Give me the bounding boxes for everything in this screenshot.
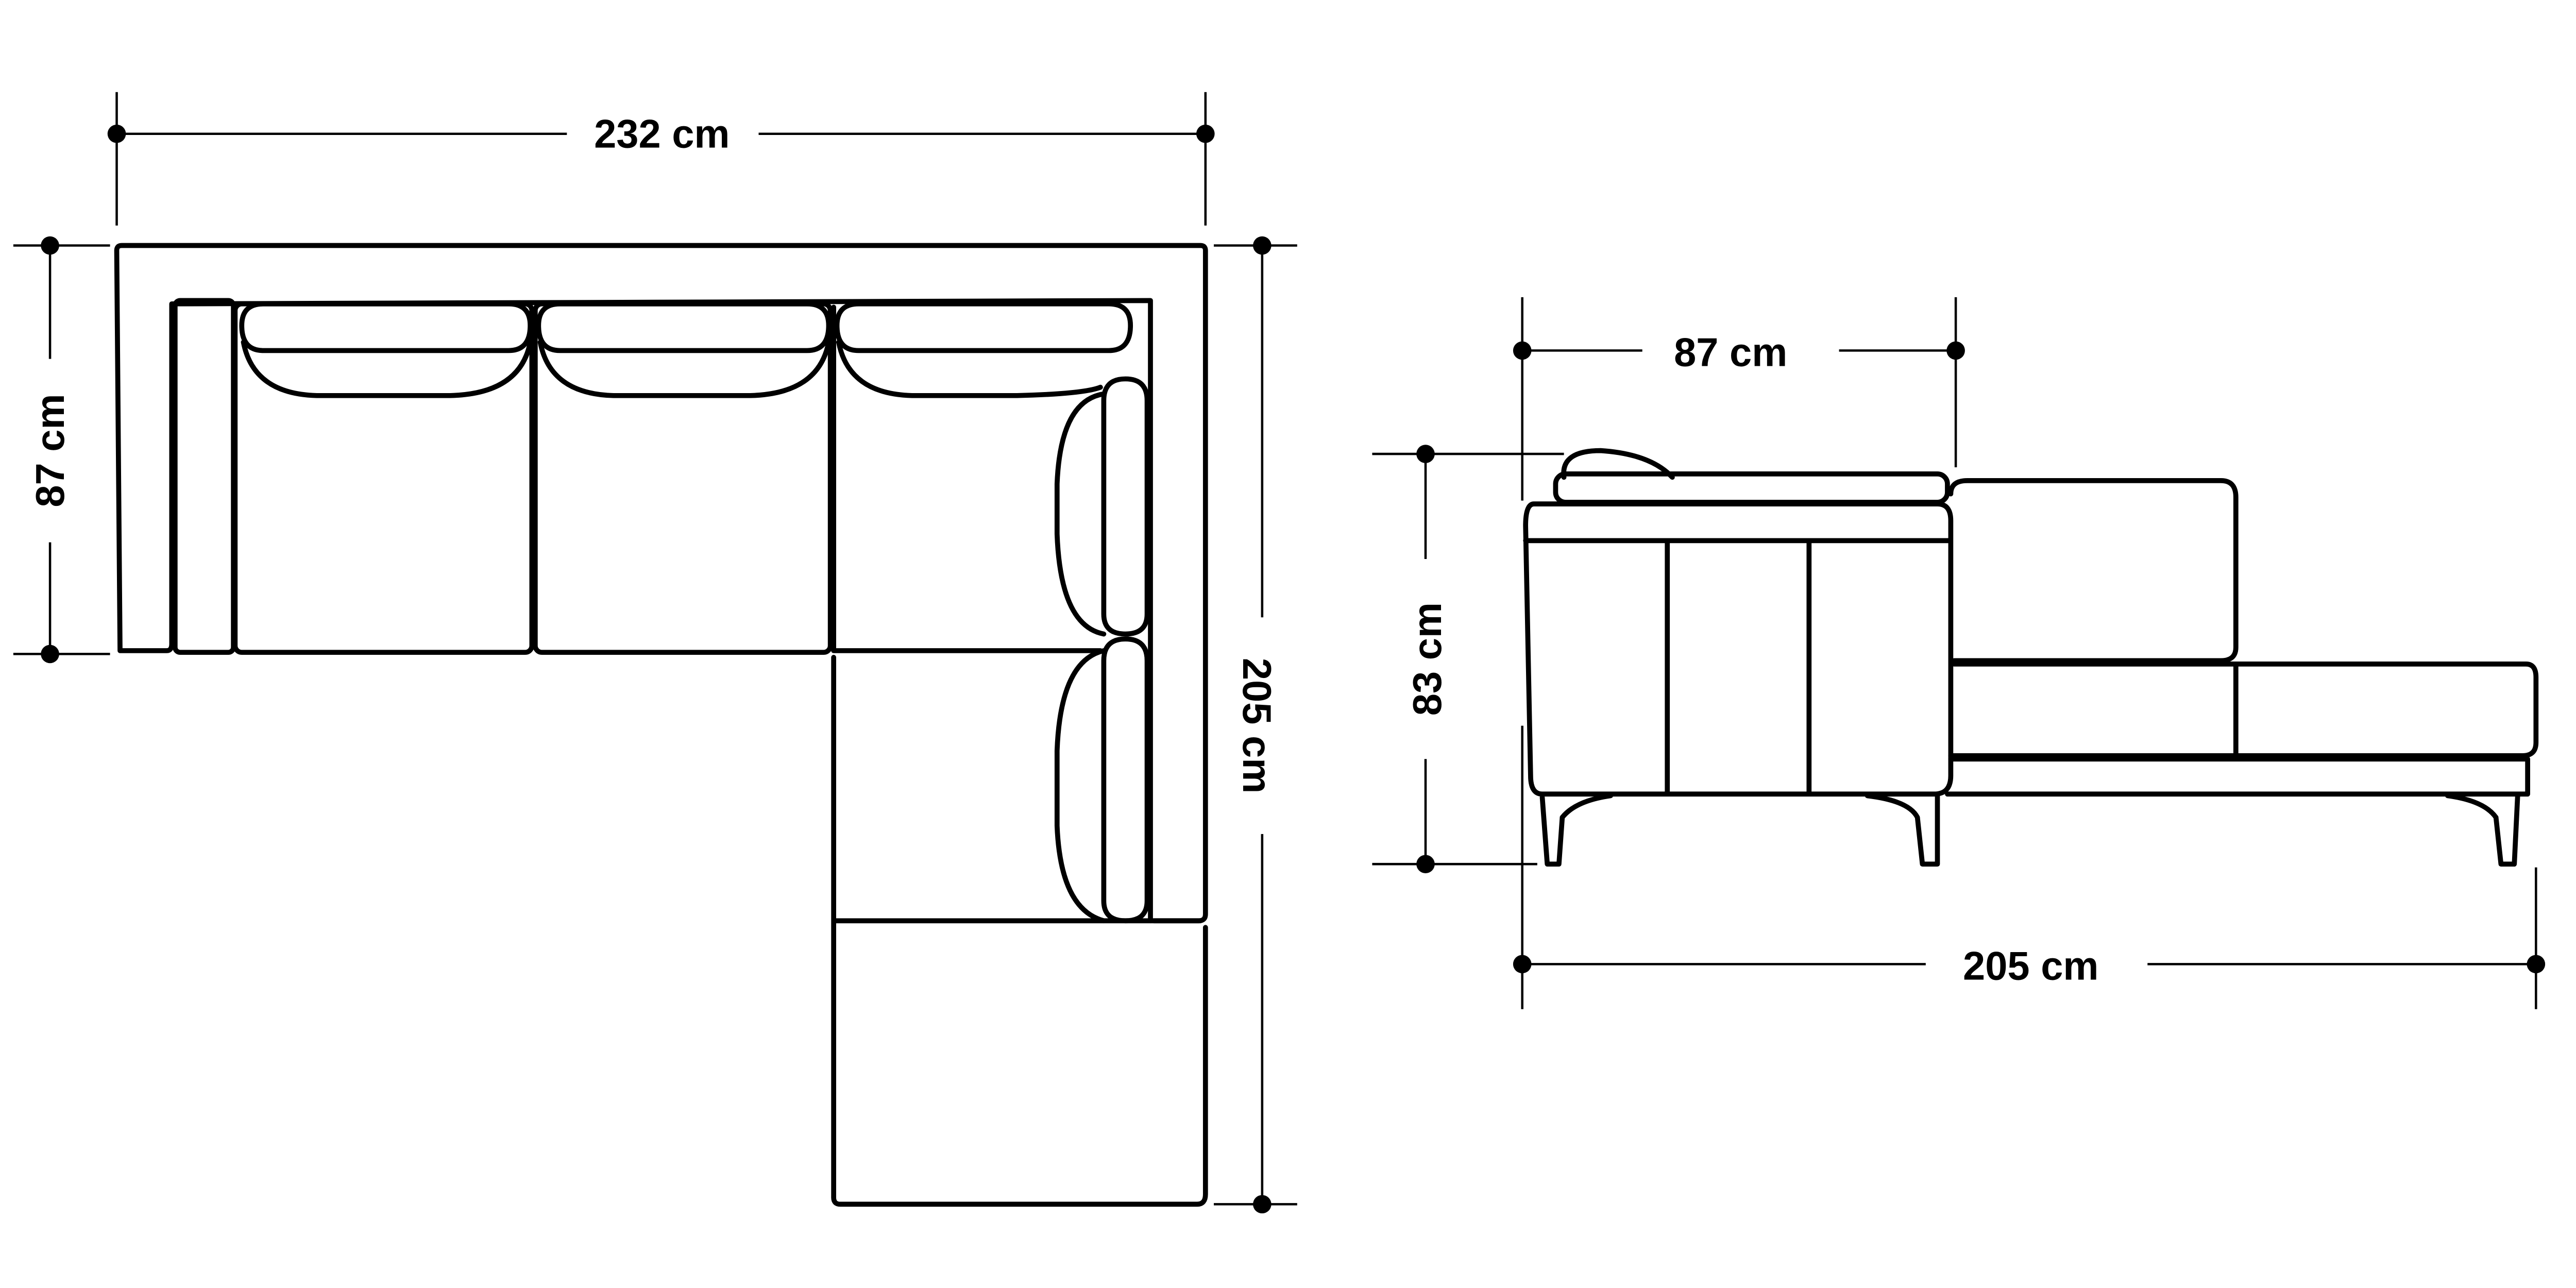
depth-label: 87 cm [28, 394, 73, 507]
chaise-back-cushion [1948, 478, 2239, 664]
leg-middle [1865, 793, 1940, 867]
side-length-label: 205 cm [1963, 944, 2098, 989]
seat-3 [831, 304, 1103, 653]
height-label: 83 cm [1405, 602, 1450, 716]
width-label: 232 cm [594, 112, 730, 157]
seat-1 [232, 301, 535, 655]
leg-front [1539, 793, 1614, 867]
back-cushion-top [1553, 471, 1950, 505]
side-depth-dimension: 87 cm [1513, 297, 1965, 501]
length-label: 205 cm [1234, 658, 1279, 793]
chaise-section [831, 655, 1208, 1207]
side-depth-label: 87 cm [1674, 331, 1787, 375]
leg-back [2445, 793, 2520, 867]
seat-2 [532, 301, 833, 655]
chaise-seat [1945, 661, 2539, 797]
side-length-dimension: 205 cm [1513, 725, 2546, 1009]
headrest-pillow [1561, 448, 1675, 480]
left-armrest [172, 298, 236, 655]
top-view: 232 cm 87 cm 205 cm [13, 92, 1297, 1214]
back-cushions [239, 301, 1150, 924]
depth-dimension: 87 cm [13, 236, 110, 664]
length-dimension: 205 cm [1213, 236, 1297, 1214]
side-view: 87 cm 83 cm 205 cm [1372, 297, 2546, 1009]
width-dimension: 232 cm [107, 92, 1215, 226]
height-dimension: 83 cm [1372, 445, 1564, 873]
sofa-body-side [1523, 501, 1954, 797]
sofa-frame-outline [114, 243, 1208, 924]
